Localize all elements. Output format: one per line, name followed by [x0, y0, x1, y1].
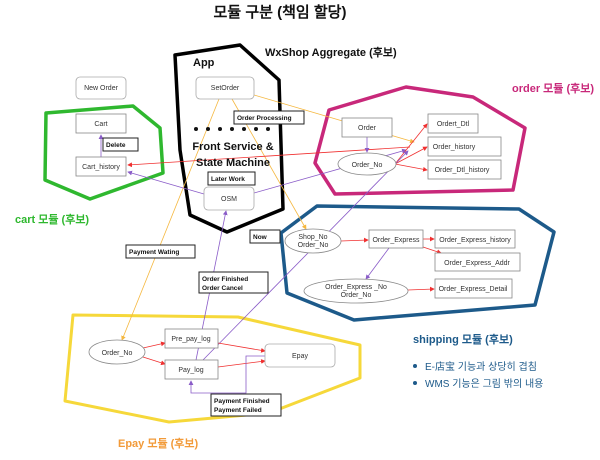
label-now: Now — [249, 229, 281, 244]
ellipsis-dots — [194, 127, 270, 131]
node-label: Order_history — [433, 144, 476, 151]
node-epay-order-no[interactable]: Order_No — [88, 339, 146, 365]
label-text: Payment Finished — [214, 398, 270, 405]
state-machine-label: State Machine — [196, 157, 270, 169]
diagram-title: 모듈 구분 (책임 할당) — [214, 3, 347, 21]
node-order-express-detail[interactable]: Order_Express_Detail — [434, 278, 513, 299]
node-label: Order_Express_Detail — [439, 286, 508, 293]
label-text: Payment Failed — [214, 407, 262, 414]
node-order-express-addr[interactable]: Order_Express_Addr — [434, 252, 521, 272]
cart-module-boundary — [43, 104, 165, 201]
node-label: OSM — [221, 196, 237, 203]
order-module-title: order 모듈 (후보) — [512, 81, 594, 95]
node-label: SetOrder — [211, 85, 240, 92]
node-label: Order_Express_Addr — [444, 260, 510, 267]
note-item: WMS 기능은 그림 밖의 내용 — [425, 378, 543, 390]
label-text: Order Cancel — [202, 285, 243, 292]
connectors — [98, 94, 442, 394]
app-label: App — [193, 57, 215, 69]
epay-module-title: Epay 모듈 (후보) — [118, 436, 199, 450]
label-delete: Delete — [102, 137, 139, 152]
node-label: Order_No — [298, 242, 329, 249]
label-text: Order Processing — [237, 115, 292, 122]
node-label: Order_Express — [372, 237, 420, 244]
node-label: Pre_pay_log — [171, 336, 210, 343]
node-order-dtl-history[interactable]: Order_Dtl_history — [427, 159, 502, 180]
node-epay[interactable]: Epay — [264, 343, 336, 368]
node-label: Ordert_Dtl — [437, 121, 470, 128]
node-label: Pay_log — [178, 367, 203, 374]
node-label: Cart_history — [82, 164, 120, 171]
notes-list: E-店宝 기능과 상당히 겹침 WMS 기능은 그림 밖의 내용 — [413, 360, 543, 390]
shipping-module-boundary — [279, 204, 556, 322]
aggregate-title: WxShop Aggregate (후보) — [265, 45, 397, 59]
node-osm[interactable]: OSM — [203, 186, 255, 211]
node-order-express-history[interactable]: Order_Express_history — [434, 229, 516, 249]
label-text: Now — [253, 234, 268, 241]
node-label: Order — [358, 125, 377, 132]
label-text: Later Work — [211, 176, 245, 183]
epay-module-boundary — [63, 313, 362, 424]
node-new-order[interactable]: New Order — [75, 76, 127, 100]
node-label: New Order — [84, 85, 119, 92]
label-text: Payment Wating — [129, 249, 179, 256]
node-label: Order_Express_history — [439, 237, 511, 244]
aggregate-boundary — [173, 43, 285, 234]
node-pay-log[interactable]: Pay_log — [164, 359, 219, 380]
node-pre-pay-log[interactable]: Pre_pay_log — [164, 328, 219, 349]
node-label: Cart — [94, 121, 107, 128]
label-text: Delete — [106, 142, 126, 149]
node-set-order[interactable]: SetOrder — [195, 76, 255, 100]
cart-module-title: cart 모듈 (후보) — [15, 212, 89, 226]
node-cart[interactable]: Cart — [75, 113, 127, 134]
node-label: Order_No — [102, 350, 133, 357]
node-cart-history[interactable]: Cart_history — [75, 156, 127, 177]
node-label: Order_No — [341, 292, 372, 299]
label-order-processing: Order Processing — [233, 110, 305, 125]
note-item: E-店宝 기능과 상당히 겹침 — [425, 360, 537, 373]
node-label: Order_No — [352, 162, 383, 169]
node-order-no[interactable]: Order_No — [337, 152, 397, 176]
node-label: Order_Express _No — [325, 284, 387, 291]
node-label: Shop_No — [298, 234, 327, 241]
node-order[interactable]: Order — [341, 117, 393, 138]
label-later-work: Later Work — [207, 171, 256, 186]
node-order-history[interactable]: Order_history — [427, 136, 502, 157]
order-module-boundary — [313, 85, 527, 196]
shipping-module-title: shipping 모듈 (후보) — [413, 332, 513, 346]
node-label: Epay — [292, 353, 308, 360]
label-text: Order Finished — [202, 276, 248, 283]
label-payment-wating: Payment Wating — [125, 244, 196, 259]
front-service-label: Front Service & — [192, 141, 273, 153]
node-ordert-dtl[interactable]: Ordert_Dtl — [427, 113, 479, 134]
node-order-express[interactable]: Order_Express — [368, 229, 424, 249]
node-label: Order_Dtl_history — [435, 167, 490, 174]
